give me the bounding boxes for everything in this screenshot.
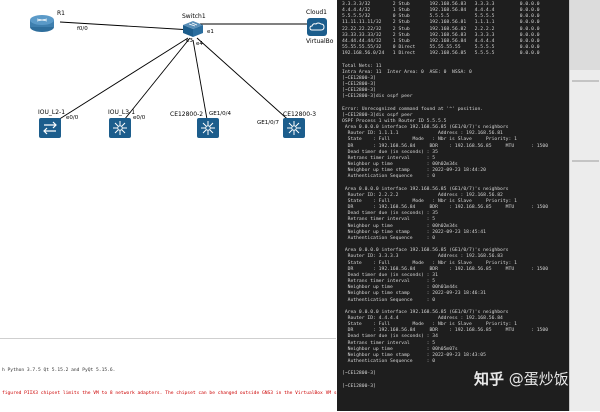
node-label-iou-l3: IOU_L3-1	[108, 109, 136, 116]
l3-switch-icon	[283, 118, 305, 138]
node-label-r1: R1	[57, 10, 65, 17]
cloud-cloud1[interactable]	[306, 17, 328, 37]
gns3-console-pane[interactable]: h Python 3.7.5 Qt 5.15.2 and PyQt 5.15.6…	[0, 338, 348, 412]
link-switch1-iou-l2[interactable]	[49, 37, 189, 126]
port-label-r1: f0/0	[77, 26, 88, 32]
terminal-window[interactable]: 3.3.3.3/32 2 Stub 192.168.56.83 3.3.3.3 …	[337, 0, 569, 411]
console-info-line: h Python 3.7.5 Qt 5.15.2 and PyQt 5.15.6…	[2, 368, 116, 373]
topology-links	[49, 21, 318, 126]
switch-ce1[interactable]	[196, 117, 220, 139]
node-label-iou-l2: IOU_L2-1	[38, 109, 66, 116]
switch-icon	[183, 21, 203, 37]
port-label-iou-l3: e0/0	[133, 115, 146, 121]
link-switch1-ce1[interactable]	[192, 39, 209, 126]
l3-switch-icon	[197, 118, 219, 138]
switch-iou-l3[interactable]	[108, 117, 132, 139]
watermark-user: @蛋炒饭	[508, 370, 569, 388]
router-icon	[30, 15, 54, 32]
watermark: 知乎 @蛋炒饭	[474, 368, 569, 389]
terminal-output: 3.3.3.3/32 2 Stub 192.168.56.83 3.3.3.3 …	[342, 2, 549, 389]
link-switch1-iou-l3[interactable]	[119, 37, 191, 126]
l3-switch-icon	[109, 118, 131, 138]
port-label-sw-e3: e3	[186, 38, 193, 44]
switch-switch1[interactable]	[181, 19, 203, 39]
cloud-icon	[307, 18, 327, 36]
port-label-sw-e4: e4	[196, 41, 203, 47]
switch-ce2[interactable]	[282, 117, 306, 139]
side-panel-divider	[572, 80, 599, 82]
node-label-ce1: CE12800-2	[170, 111, 204, 118]
node-label-switch1: Switch1	[182, 13, 206, 20]
topology-canvas[interactable]: R1 f0/0 Switch1 e1 e3 e4 Cloud1 VirtualB…	[0, 0, 336, 338]
port-label-ce1: GE1/0/4	[209, 111, 231, 117]
port-label-iou-l2: e0/0	[66, 115, 79, 121]
side-panel	[569, 0, 600, 411]
console-error-line: figured PIIX3 chipset limits the VM to 8…	[2, 391, 348, 396]
side-panel-header	[570, 0, 600, 70]
node-label-ce2: CE12800-3	[283, 111, 317, 118]
watermark-brand: 知乎	[474, 370, 505, 388]
port-label-sw-e1: e1	[207, 29, 214, 35]
link-r1-switch1[interactable]	[59, 21, 193, 31]
node-sublabel-cloud1: VirtualBo	[306, 38, 334, 45]
link-switch1-ce2[interactable]	[196, 37, 295, 126]
switch-iou-l2[interactable]	[38, 117, 62, 139]
l2-switch-icon	[39, 118, 61, 138]
node-label-cloud1: Cloud1	[306, 9, 327, 16]
router-r1[interactable]	[28, 13, 56, 33]
port-label-ce2: GE1/0/7	[257, 120, 279, 126]
side-panel-divider	[572, 160, 599, 162]
